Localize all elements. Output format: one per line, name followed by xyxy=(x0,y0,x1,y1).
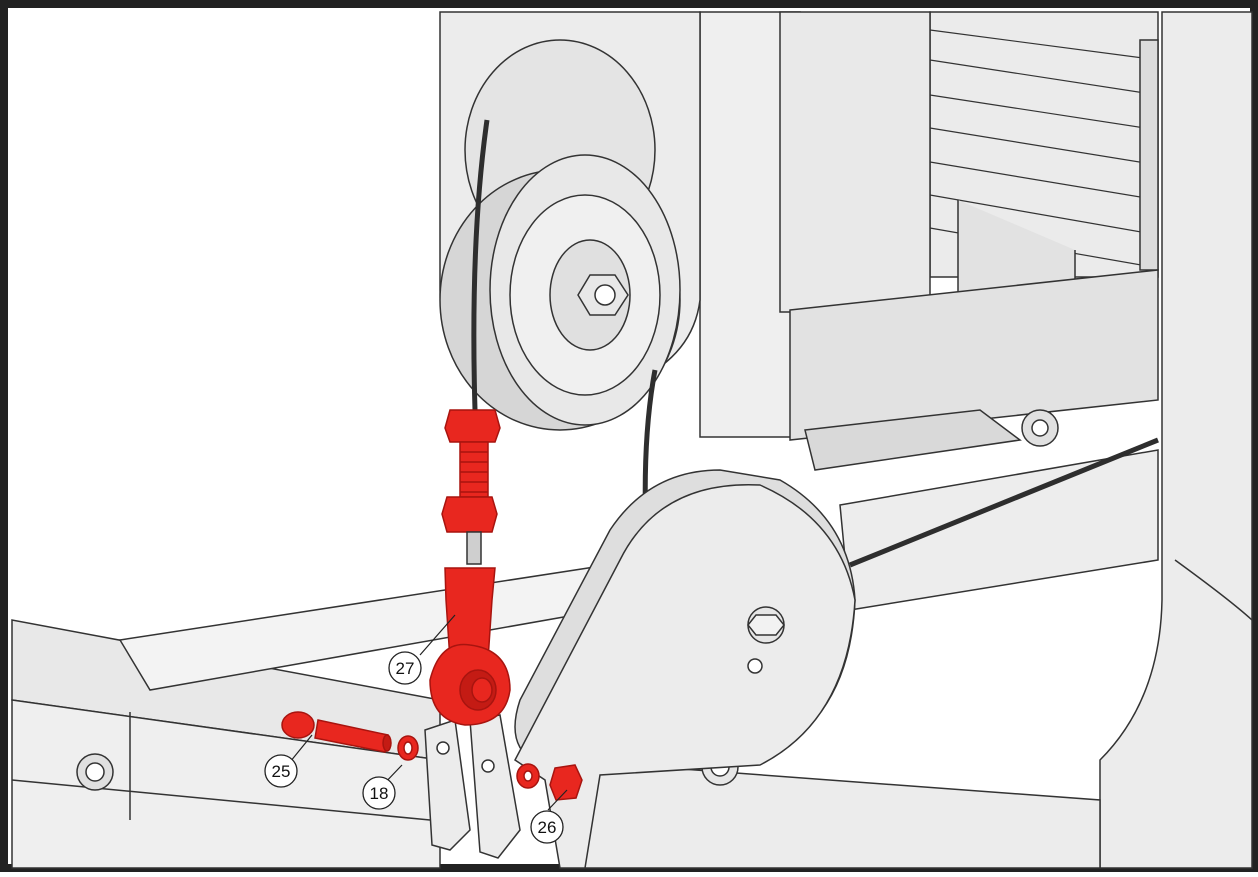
rod-end-27 xyxy=(429,567,511,726)
nut-26 xyxy=(549,764,583,801)
weight-stack xyxy=(929,11,1159,314)
callout-label: 18 xyxy=(370,784,389,803)
clevis-plates xyxy=(424,714,521,859)
callout-26: 26 xyxy=(530,810,564,844)
washer-26 xyxy=(516,763,540,789)
callout-25: 25 xyxy=(264,754,298,788)
callout-label: 26 xyxy=(538,818,557,837)
frame-bolt-left xyxy=(76,753,114,791)
callout-label: 27 xyxy=(396,659,415,678)
frame-bolt-right xyxy=(1021,409,1059,447)
clevis-pin-25 xyxy=(281,711,392,753)
callout-label: 25 xyxy=(272,762,291,781)
callout-18: 18 xyxy=(362,776,396,810)
washer-18 xyxy=(397,735,419,761)
callout-27: 27 xyxy=(388,651,422,685)
leader-lines xyxy=(289,614,568,811)
lower-pulley-bracket xyxy=(514,469,856,869)
frame-column xyxy=(699,11,1159,471)
upper-pulley xyxy=(439,39,681,431)
cable-adjuster xyxy=(441,409,501,565)
